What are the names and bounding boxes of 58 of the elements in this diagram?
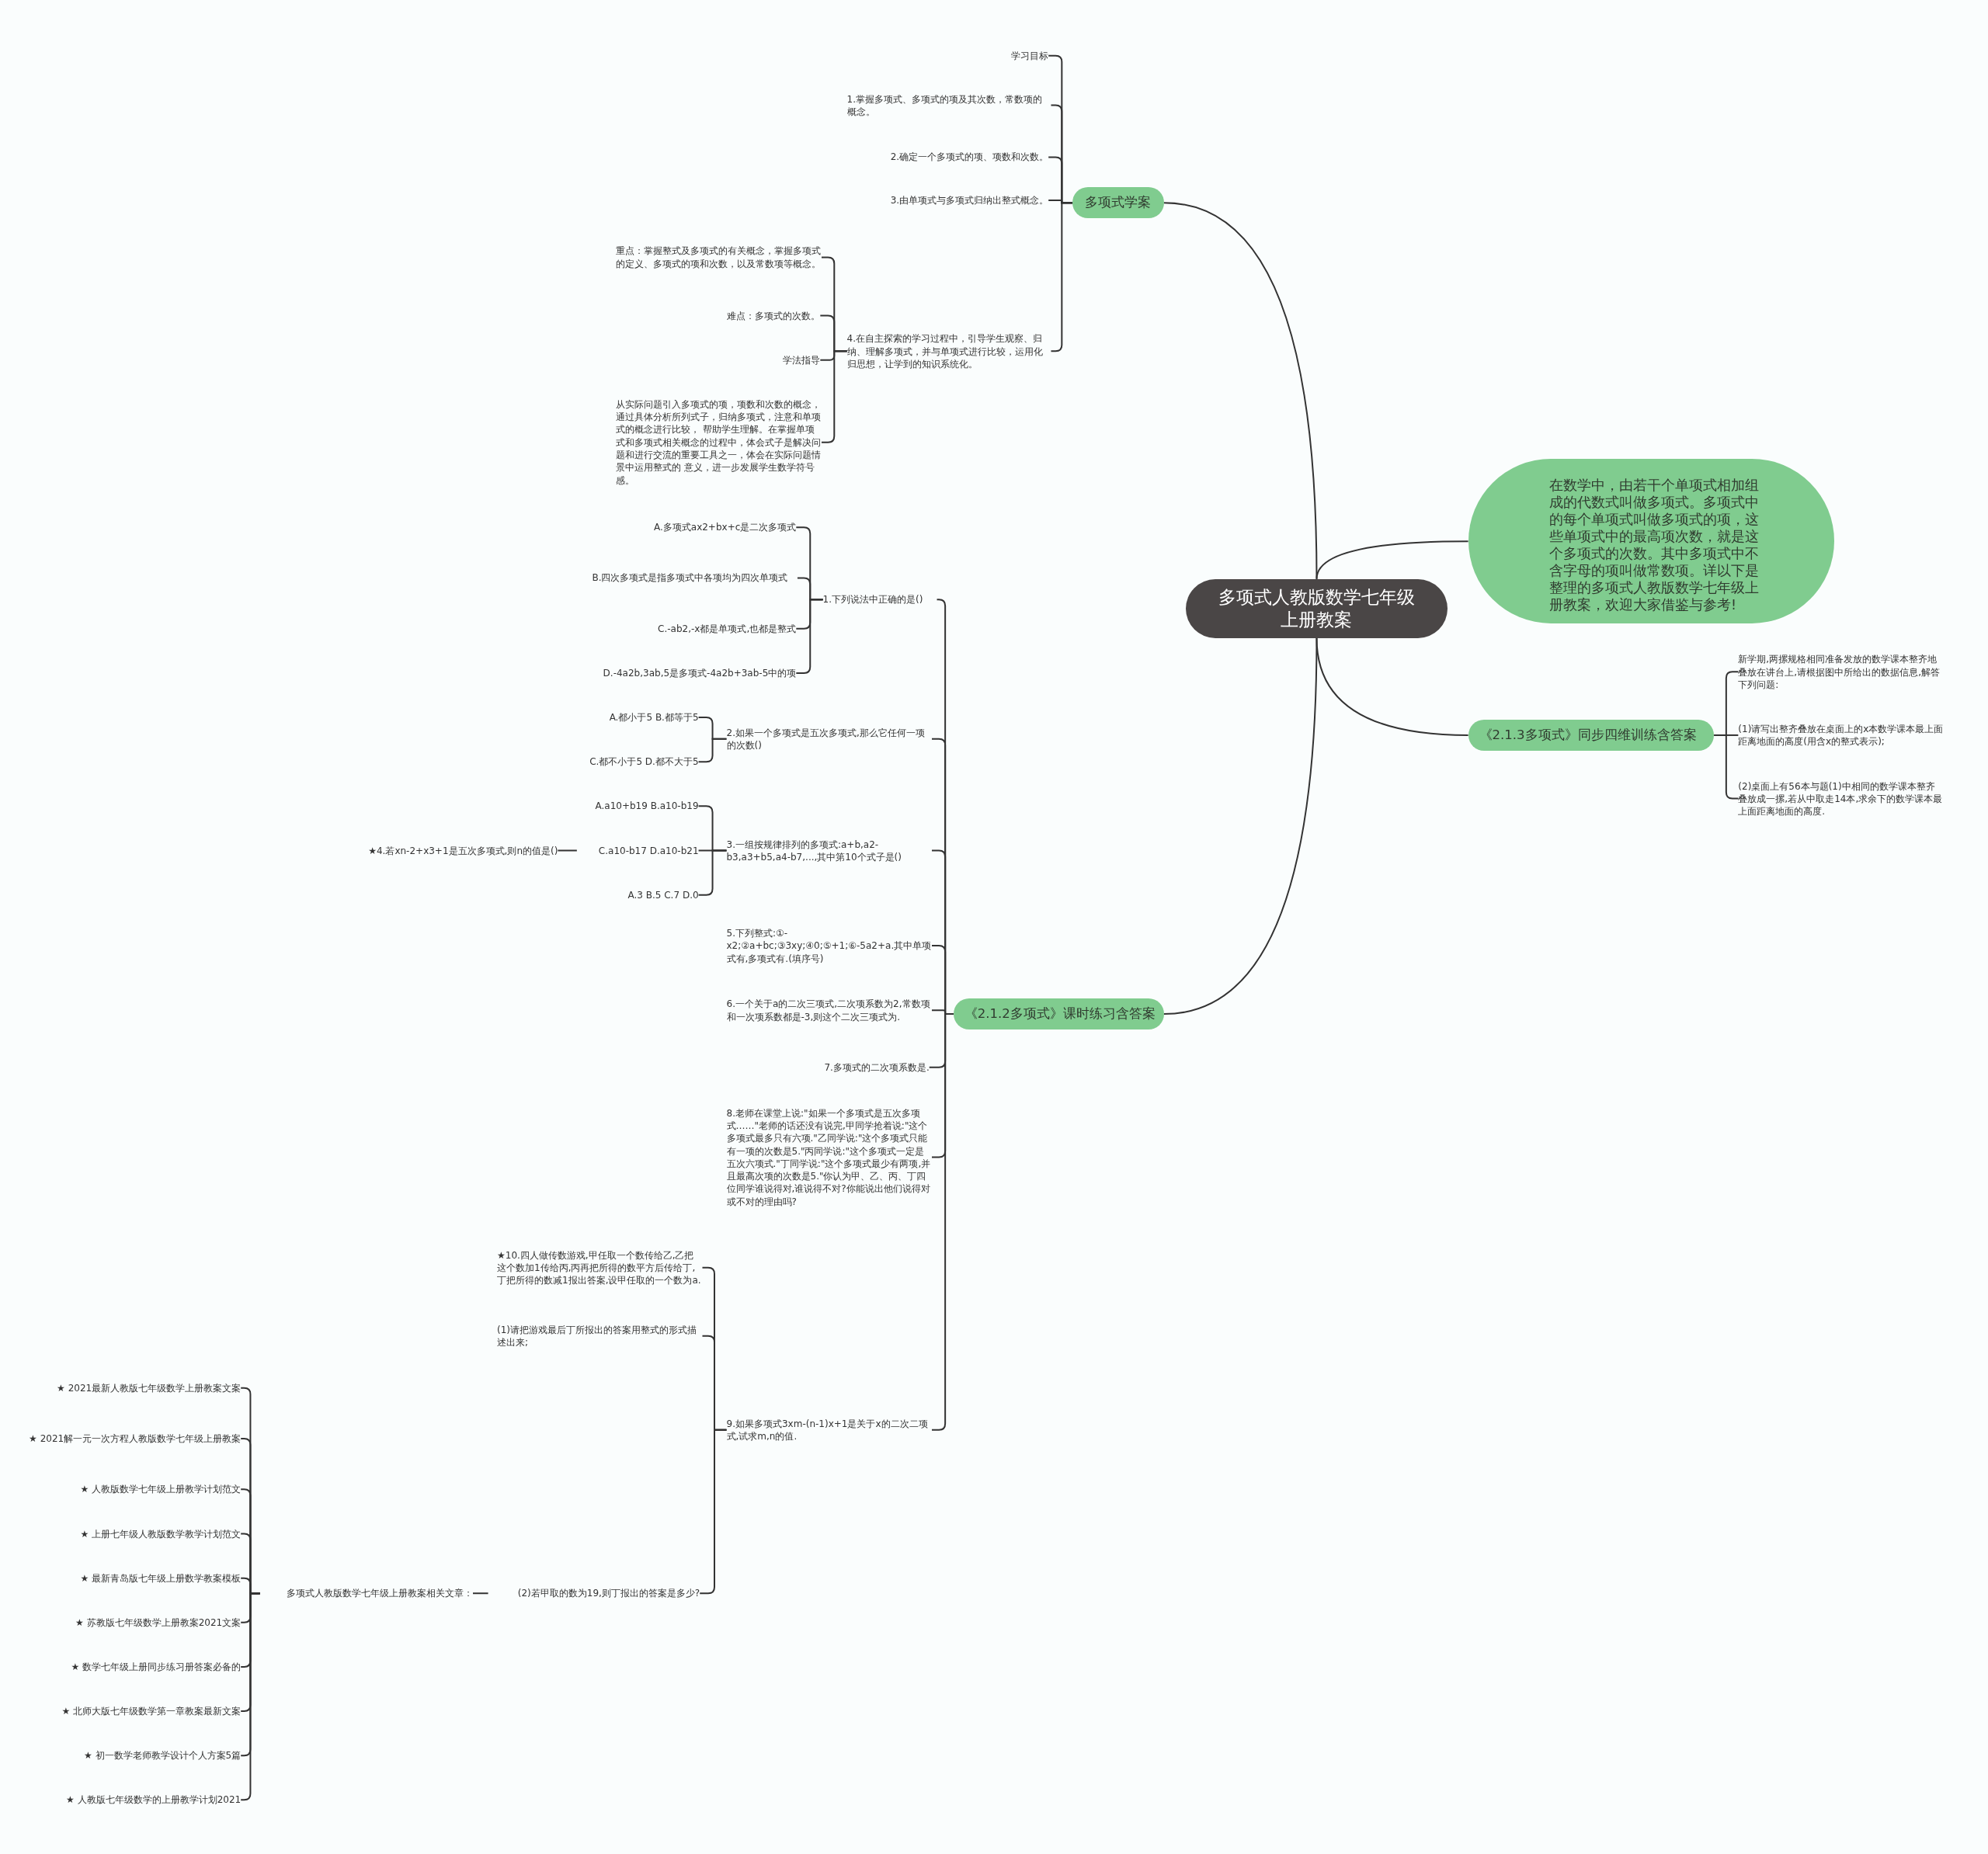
topic-text: C.都不小于5 D.都不大于5 xyxy=(564,755,699,769)
connector-line xyxy=(1713,734,1740,800)
topic-text: 2.确定一个多项式的项、项数和次数。 xyxy=(849,151,1049,164)
topic-text: A.a10+b19 B.a10-b19 xyxy=(570,800,699,813)
connector-line xyxy=(471,1592,489,1595)
topic-text: 9.如果多项式3xm-(n-1)x+1是关于x的二次二项式,试求m,n的值. xyxy=(726,1417,932,1443)
topic-text: (2)桌面上有56本与题(1)中相同的数学课本整齐叠放成一摞,若从中取走14本,求余下的数学课本最上面距离地面的高度. xyxy=(1738,779,1944,818)
topic-text: 5.下列整式:①-x2;②a+bc;③3xy;④0;⑤+1;⑥-5a2+a.其中单项式有,多项式有.(填序号) xyxy=(726,926,932,965)
topic-text: 1.下列说法中正确的是() xyxy=(822,593,937,606)
topic-text: 4.在自主探索的学习过程中，引导学生观察、归纳、理解多项式，并与单项式进行比较，运用化归思想，让学到的知识系统化。 xyxy=(846,332,1051,370)
topic-text: 难点：多项式的次数。 xyxy=(672,309,821,322)
topic-text: A.3 B.5 C.7 D.0 xyxy=(570,888,699,901)
topic-text: 1.掌握多项式、多项式的项及其次数，常数项的概念。 xyxy=(846,92,1051,118)
topic-text: C.a10-b17 D.a10-b21 xyxy=(576,844,699,857)
topic-text: ★4.若xn-2+x3+1是五次多项式,则n的值是() xyxy=(345,844,558,857)
topic-text: D.-4a2b,3ab,5是多项式-4a2b+3ab-5中的项 xyxy=(583,666,797,680)
topic-text: ★ 2021解一元一次方程人教版数学七年级上册教案 xyxy=(23,1432,242,1446)
topic-pill: 《2.1.3多项式》同步四维训练含答案 xyxy=(1468,719,1715,751)
topic-text: C.-ab2,-x都是单项式,也都是整式 xyxy=(583,622,797,635)
connector-line xyxy=(1315,540,1469,580)
topic-text: ★ 2021最新人教版七年级数学上册教案文案 xyxy=(23,1381,242,1394)
topic-pill: 《2.1.2多项式》课时练习含答案 xyxy=(953,998,1164,1030)
topic-text: 3.由单项式与多项式归纳出整式概念。 xyxy=(849,193,1049,207)
topic-text: ★ 苏教版七年级数学上册教案2021文案 xyxy=(23,1616,242,1629)
topic-text: ★ 北师大版七年级数学第一章教案最新文案 xyxy=(23,1704,242,1718)
connector-line xyxy=(697,738,728,763)
topic-text: ★ 人教版数学七年级上册教学计划范文 xyxy=(23,1483,242,1496)
topic-text: ★ 最新青岛版七年级上册数学教案模板 xyxy=(23,1571,242,1585)
topic-text: 7.多项式的二次项系数是. xyxy=(726,1061,930,1074)
topic-text: 8.老师在课堂上说:"如果一个多项式是五次多项式……"老师的话还没有说完,甲同学抢着说:"这个多项式最多只有六项."乙同学说:"这个多项式只能有一项的次数是5."丙同学说:"这个多项式一定是五次六项式."丁同学说:"这个多项式最少有两项,并且最高次项的次数是5."你认为甲、乙、丙、丁四位同学谁说得对,谁说得不对?你能说出他们说得对或不对的理由吗? xyxy=(726,1106,932,1208)
topic-text: 多项式人教版数学七年级上册教案相关文章： xyxy=(259,1587,473,1600)
topic-text: 从实际问题引入多项式的项，项数和次数的概念，通过具体分析所列式子，归纳多项式，注意和单项式的概念进行比较， 帮助学生理解。在掌握单项式和多项式相关概念的过程中，体会式子是解决问题和进行交流的重要工具之一，体会在实际问题情景中运用整式的 意义，进一步发展学生数学符号感。 xyxy=(616,398,822,487)
connector-line xyxy=(1050,202,1074,352)
topic-text: ★10.四人做传数游戏,甲任取一个数传给乙,乙把这个数加1传给丙,丙再把所得的数平方后传给丁,丁把所得的数减1报出答案,设甲任取的一个数为a. xyxy=(497,1248,703,1287)
topic-text: 2.如果一个多项式是五次多项式,那么它任何一项的次数() xyxy=(726,726,932,752)
connector-line xyxy=(1163,202,1318,580)
topic-text: ★ 上册七年级人教版数学教学计划范文 xyxy=(23,1527,242,1540)
topic-text: 学法指导 xyxy=(672,353,821,366)
topic-text: 学习目标 xyxy=(976,49,1049,62)
topic-text: ★ 数学七年级上册同步练习册答案必备的 xyxy=(23,1660,242,1674)
topic-text: 新学期,两摞规格相同准备发放的数学课本整齐地叠放在讲台上,请根据图中所给出的数据信息,解答下列问题: xyxy=(1738,652,1944,691)
topic-text: 6.一个关于a的二次三项式,二次项系数为2,常数项和一次项系数都是-3,则这个二次三项式为. xyxy=(726,997,932,1023)
topic-pill: 多项式学案 xyxy=(1072,187,1164,219)
topic-text: (1)请写出整齐叠放在桌面上的x本数学课本最上面距离地面的高度(用含x的整式表示); xyxy=(1738,722,1944,748)
connector-line xyxy=(1163,637,1318,1016)
connector-line xyxy=(557,849,578,852)
central-topic: 多项式人教版数学七年级上册教案 xyxy=(1185,578,1448,638)
description-text: 在数学中，由若干个单项式相加组成的代数式叫做多项式。多项式中的每个单项式叫做多项式的项，这些单项式中的最高项次数，就是这个多项式的次数。其中多项式中不含字母的项叫做常数项。详以下是整理的多项式人教版数学七年级上册教案，欢迎大家借鉴与参考! xyxy=(1549,477,1760,613)
connector-line xyxy=(1315,637,1469,736)
topic-text: 重点：掌握整式及多项式的有关概念，掌握多项式的定义、多项式的项和次数，以及常数项等概念。 xyxy=(616,245,822,270)
topic-text: B.四次多项式是指多项式中各项均为四次单项式 xyxy=(592,571,798,585)
topic-text: 3.一组按规律排列的多项式:a+b,a2-b3,a3+b5,a4-b7,...,其中第10个式子是() xyxy=(726,838,932,863)
topic-text: ★ 人教版七年级数学的上册教学计划2021 xyxy=(23,1793,242,1807)
topic-text: A.多项式ax2+bx+c是二次多项式 xyxy=(583,521,797,534)
topic-text: (2)若甲取的数为19,则丁报出的答案是多少? xyxy=(488,1587,700,1600)
topic-text: A.都小于5 B.都等于5 xyxy=(570,710,699,724)
topic-text: ★ 初一数学老师教学设计个人方案5篇 xyxy=(23,1749,242,1762)
topic-text: (1)请把游戏最后丁所报出的答案用整式的形式描述出来; xyxy=(497,1323,703,1349)
